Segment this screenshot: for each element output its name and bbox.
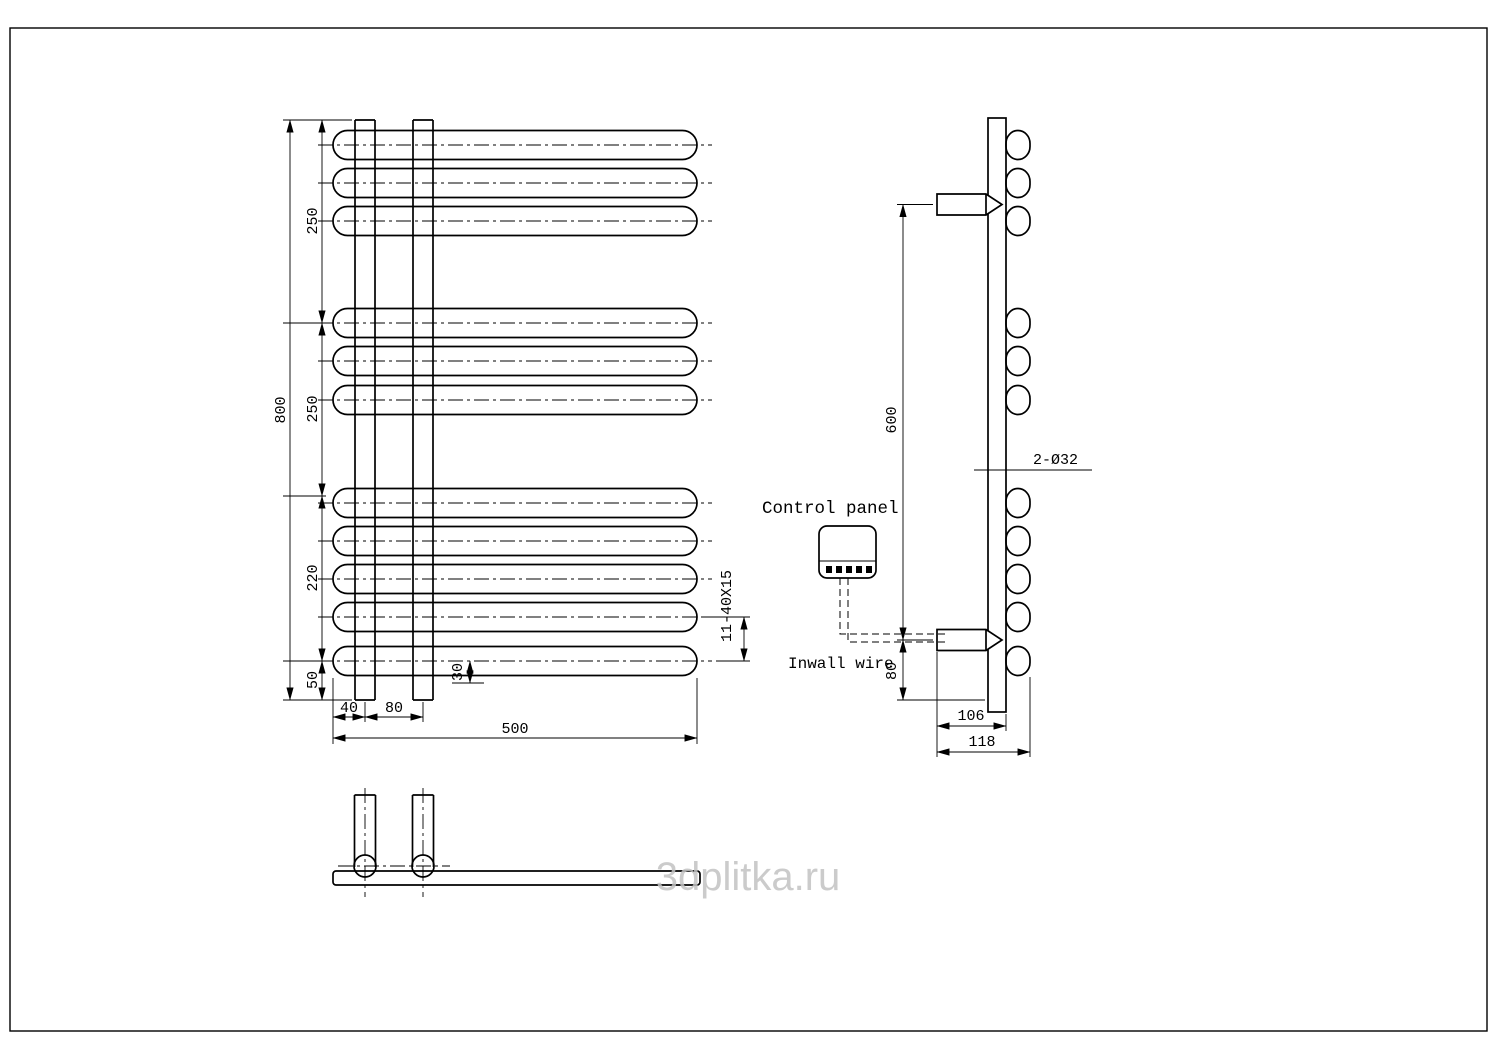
side-bar-sections: [1005, 129, 1031, 677]
panel-button: [836, 566, 842, 573]
bar-top-view: [332, 870, 701, 886]
bar-section: [1005, 525, 1031, 557]
wall-bracket-bottom: [936, 628, 1004, 652]
bar-section: [1005, 205, 1031, 237]
panel-button: [856, 566, 862, 573]
watermark: 3dplitka.ru: [656, 855, 841, 899]
side-riser-tube: [987, 117, 1007, 713]
side-view: 600 80 2-Ø32 106 118 Control panel: [762, 117, 1092, 757]
control-panel: Control panel Inwall wire: [762, 499, 946, 673]
sheet-border: [9, 27, 1488, 1032]
dim-riser-offset: 40: [340, 700, 358, 717]
hole-spec-leader: 2-Ø32: [974, 452, 1092, 471]
bar-section: [1005, 601, 1031, 633]
bar-section: [1005, 563, 1031, 595]
dim-segment-bottom: 50: [305, 671, 322, 689]
panel-button: [846, 566, 852, 573]
bar-section: [1005, 129, 1031, 161]
inwall-wire-line: [847, 578, 946, 643]
dim-bracket-span: 600: [884, 406, 901, 433]
dim-overall-height: 800: [273, 396, 290, 423]
riser-top-view-left: [353, 794, 377, 878]
dim-hole-spec: 2-Ø32: [1033, 452, 1078, 469]
dim-bar-spec: 11-40X15: [719, 570, 736, 642]
bar-section: [1005, 307, 1031, 339]
dim-depth-inner: 106: [957, 708, 984, 725]
front-bottom-dimensions: 40 80 500 30 11-40X15: [332, 570, 750, 744]
dim-depth-overall: 118: [968, 734, 995, 751]
side-vertical-dimensions: 600 80: [884, 203, 985, 701]
bar-section: [1005, 645, 1031, 677]
towel-bars: [332, 129, 698, 677]
riser-top-view-right: [411, 794, 435, 878]
bar-centerlines: [318, 144, 712, 662]
dim-segment-lower: 220: [305, 564, 322, 591]
panel-button: [866, 566, 872, 573]
wall-bracket-top: [936, 193, 1004, 216]
bar-section: [1005, 384, 1031, 416]
dim-overall-width: 500: [501, 721, 528, 738]
front-view: 250 250 220 50 800 40 80 500 30: [273, 119, 750, 744]
bottom-view: [332, 788, 701, 897]
panel-button: [826, 566, 832, 573]
dim-riser-spacing: 80: [385, 700, 403, 717]
front-vertical-dimensions: 250 250 220 50 800: [273, 119, 352, 701]
control-panel-buttons: [826, 566, 872, 573]
side-depth-dimensions: 106 118: [936, 652, 1031, 757]
dim-segment-top: 250: [305, 207, 322, 234]
bar-section: [1005, 345, 1031, 377]
dim-bar-drop: 30: [450, 663, 467, 681]
bar-section: [1005, 167, 1031, 199]
control-panel-label: Control panel: [762, 499, 899, 519]
inwall-wire-label: Inwall wire: [788, 655, 894, 673]
dim-segment-mid: 250: [305, 395, 322, 422]
inwall-wire-line: [839, 578, 946, 635]
bar-section: [1005, 487, 1031, 519]
dim-bottom-offset: 80: [884, 662, 901, 680]
